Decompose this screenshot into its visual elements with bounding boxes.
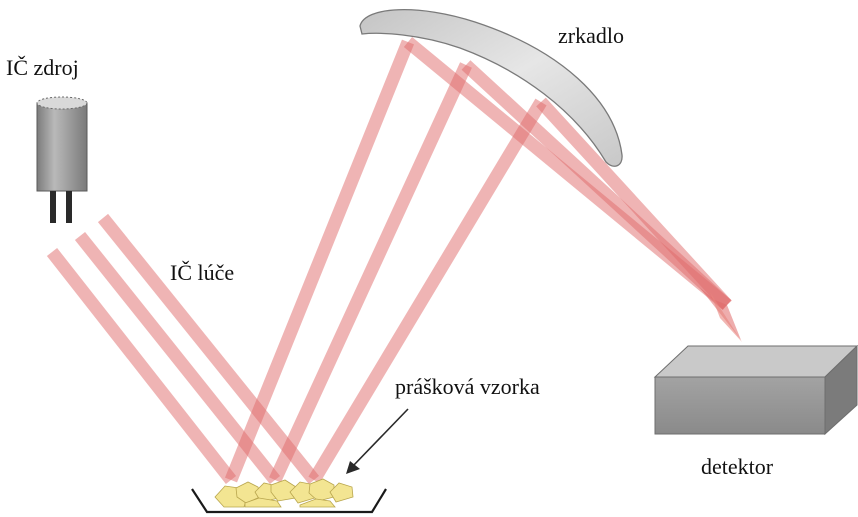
ir-beams — [46, 36, 732, 485]
ir-beams-label: IČ lúče — [170, 260, 235, 285]
detector-label: detektor — [701, 454, 774, 479]
beam-incident-1 — [46, 247, 237, 485]
beam-to-detector-3 — [536, 97, 732, 310]
mirror-icon — [359, 9, 623, 167]
beam-reflected-1 — [224, 39, 415, 483]
ir-source-icon — [36, 96, 88, 223]
sample-pointer-arrow-icon — [346, 408, 409, 474]
mirror-label: zrkadlo — [558, 23, 624, 48]
powder-grains — [214, 478, 354, 508]
beam-reflected-3 — [308, 98, 547, 484]
powder-sample-icon — [191, 478, 387, 514]
detector-icon — [653, 344, 858, 436]
sample-dish — [191, 488, 387, 514]
ir-source-label: IČ zdroj — [6, 55, 79, 80]
beam-reflected-2 — [269, 62, 472, 483]
beam-focus-tip — [710, 292, 742, 342]
powder-sample-label: prášková vzorka — [395, 374, 540, 399]
beam-incident-3 — [97, 213, 320, 485]
